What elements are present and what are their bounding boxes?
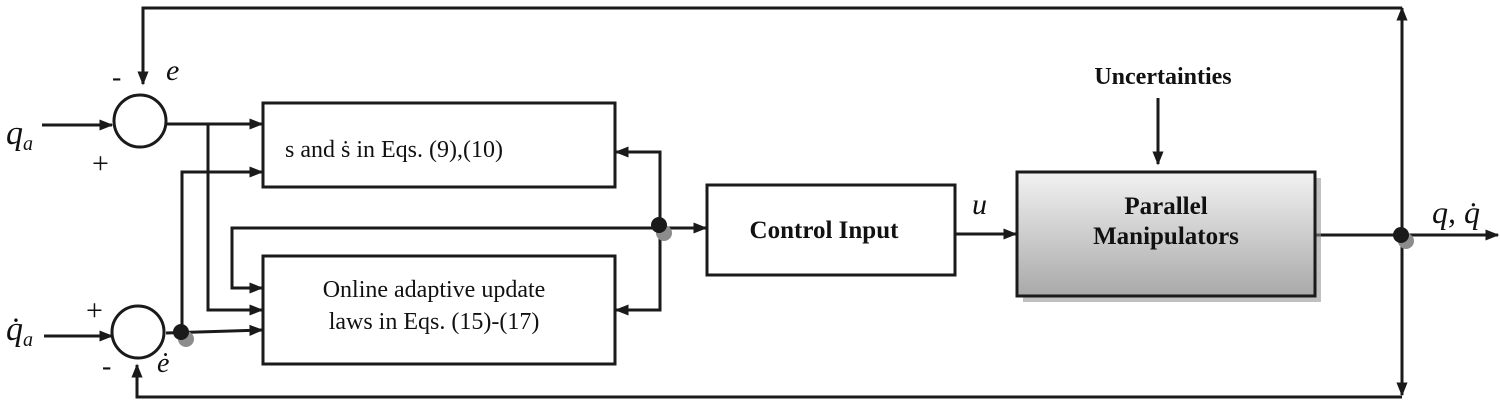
control-input-block — [705, 183, 957, 277]
adaptive-law-block — [261, 254, 617, 366]
feedback-bottom-line — [131, 363, 1402, 399]
edot-to-sliding-arrow — [180, 166, 264, 333]
output-q-qdot-label: q, q̇ — [1432, 194, 1480, 230]
node-to-adaptive-top-arrow — [230, 226, 660, 294]
sliding-block-label: s and ṡ in Eqs. (9),(10) — [285, 137, 503, 163]
input-qa-subscript: a — [23, 133, 33, 155]
sum2-minus-sign: - — [102, 351, 111, 382]
summing-junction-position — [112, 93, 168, 149]
input-qadot-subscript: a — [23, 329, 33, 351]
uncertainties-label: Uncertainties — [1094, 64, 1231, 90]
junction-dot-edot — [173, 324, 189, 340]
junction-dot-control — [651, 217, 667, 233]
node-to-adaptive-arrow — [614, 228, 662, 316]
adaptive-block-label-line1: Online adaptive update — [323, 277, 546, 303]
summing-junction-velocity — [110, 304, 166, 360]
e-to-adaptive-arrow — [206, 124, 264, 316]
sum1-minus-sign: - — [112, 62, 121, 93]
adaptive-block-label-line2: laws in Eqs. (15)-(17) — [329, 309, 540, 335]
sum2-plus-sign: + — [86, 294, 103, 327]
control-u-label: u — [972, 188, 987, 221]
input-qadot-symbol: q̇ — [6, 311, 23, 348]
error-e-label: e — [166, 54, 179, 87]
input-qa-label: qa — [6, 115, 33, 155]
plant-block — [1015, 170, 1317, 298]
control-block-label: Control Input — [750, 217, 900, 244]
node-to-sliding-arrow — [614, 146, 662, 228]
input-qa-symbol: q — [6, 115, 23, 152]
plant-block-label-line2: Manipulators — [1093, 223, 1239, 250]
sum1-plus-sign: + — [92, 147, 109, 180]
error-edot-label: ė — [157, 348, 169, 379]
junction-dot-output — [1393, 227, 1409, 243]
feedback-top-line — [137, 6, 1402, 86]
sliding-surface-block — [261, 101, 617, 189]
plant-block-label-line1: Parallel — [1124, 193, 1207, 220]
input-qadot-label: q̇a — [6, 311, 33, 351]
